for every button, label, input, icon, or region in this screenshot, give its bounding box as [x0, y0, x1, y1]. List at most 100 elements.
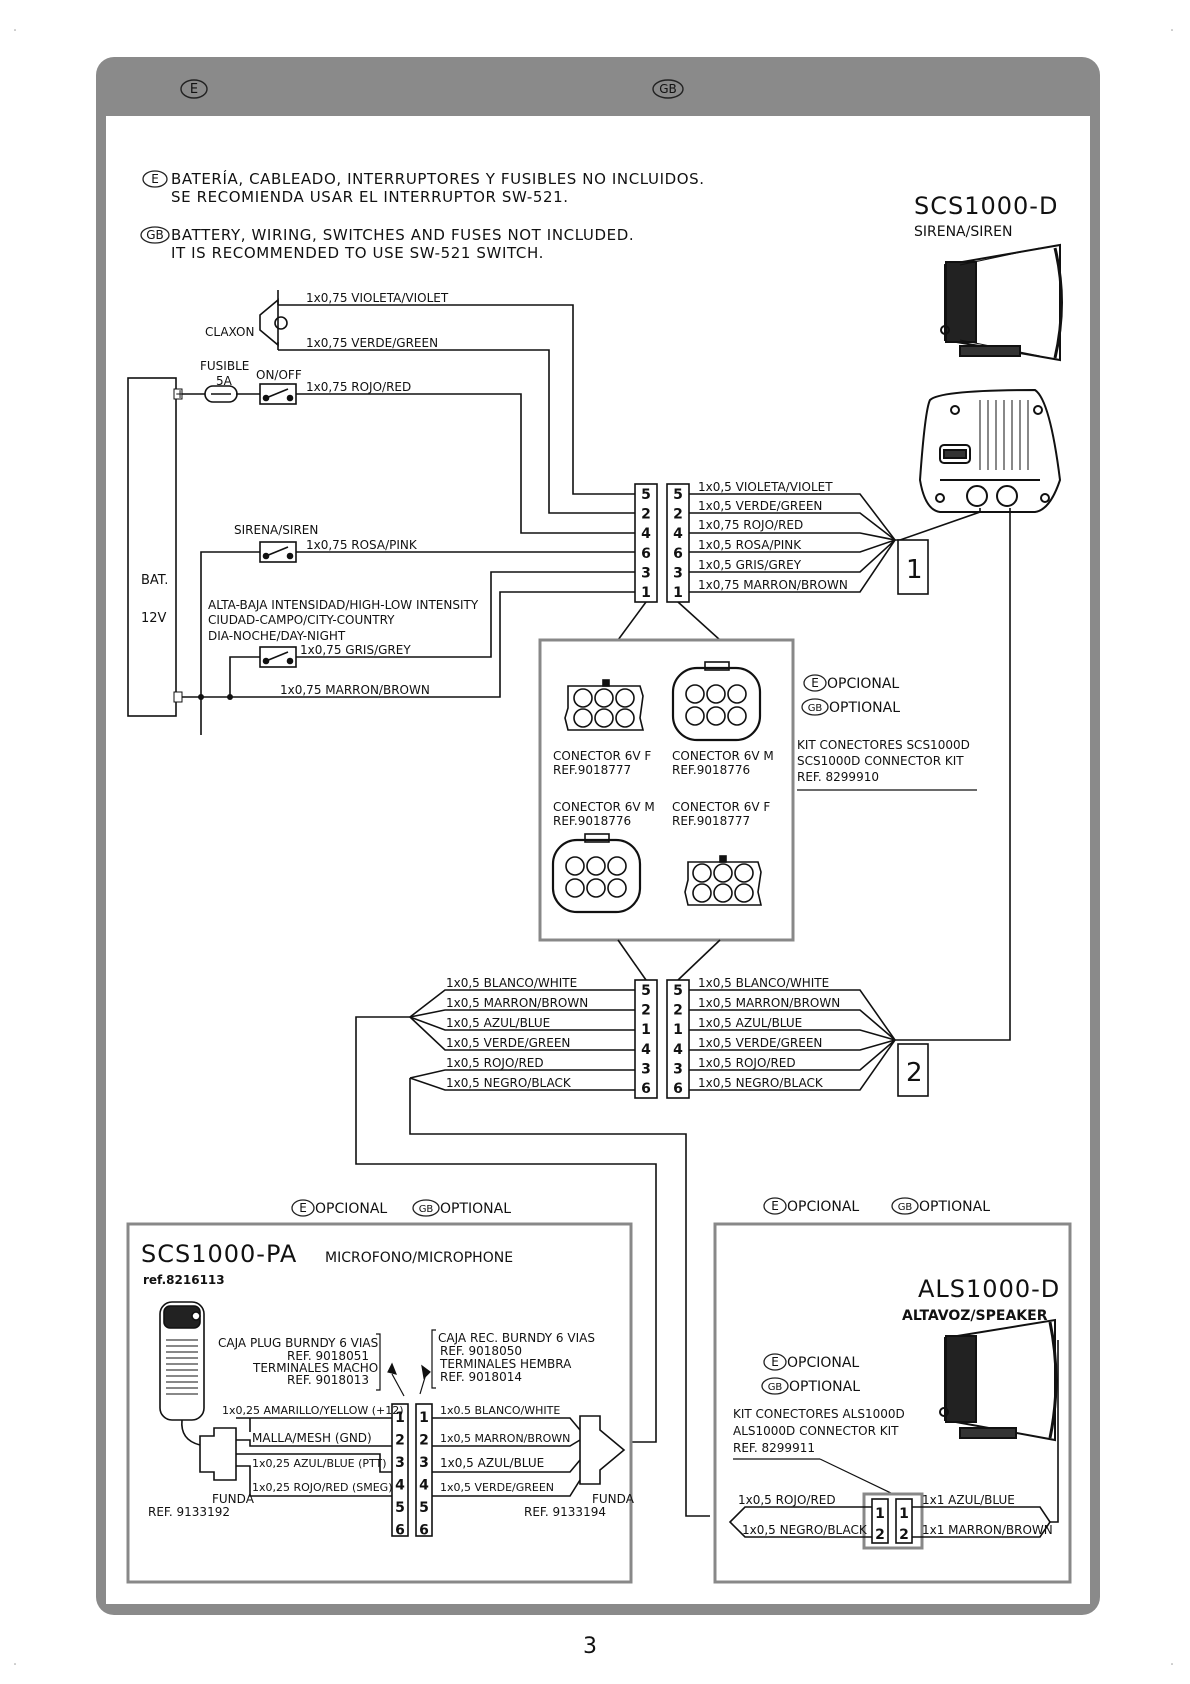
svg-text:1x0,5 ROSA/PINK: 1x0,5 ROSA/PINK — [698, 538, 802, 552]
left-wire-labels: 1x0,75 VIOLETA/VIOLET 1x0,75 VERDE/GREEN… — [280, 291, 449, 697]
siren-switch-icon — [259, 541, 297, 563]
connector-1-pin-right-2: 2 — [673, 507, 683, 523]
svg-text:CAJA REC. BURNDY 6 VIAS: CAJA REC. BURNDY 6 VIAS — [438, 1331, 595, 1345]
svg-text:1x0,75 ROJO/RED: 1x0,75 ROJO/RED — [698, 518, 803, 532]
svg-text:SCS1000D CONNECTOR KIT: SCS1000D CONNECTOR KIT — [797, 754, 964, 768]
siren-model: SCS1000-D — [914, 192, 1058, 220]
claxon-label: CLAXON — [205, 325, 254, 339]
svg-text:E: E — [151, 172, 159, 186]
connector-1-pin-left-4: 4 — [641, 526, 651, 542]
svg-text:REF. 9018014: REF. 9018014 — [440, 1370, 522, 1384]
svg-text:GB: GB — [659, 82, 677, 96]
connector-1-wire-labels: 1x0,5 VIOLETA/VIOLET 1x0,5 VERDE/GREEN 1… — [698, 480, 848, 592]
speaker-pin-left-1: 1 — [875, 1506, 885, 1522]
svg-text:1x0,5 MARRON/BROWN: 1x0,5 MARRON/BROWN — [446, 996, 588, 1010]
svg-text:1x0,5 BLANCO/WHITE: 1x0,5 BLANCO/WHITE — [446, 976, 577, 990]
junction-dots — [198, 694, 233, 700]
svg-text:1x0,5 AZUL/BLUE: 1x0,5 AZUL/BLUE — [446, 1016, 550, 1030]
onoff-label: ON/OFF — [256, 368, 302, 382]
svg-text:OPTIONAL: OPTIONAL — [789, 1379, 860, 1395]
svg-text:1x0,25 AMARILLO/YELLOW (+12): 1x0,25 AMARILLO/YELLOW (+12) — [222, 1404, 404, 1417]
svg-text:OPTIONAL: OPTIONAL — [919, 1199, 990, 1215]
svg-text:1x0,5 AZUL/BLUE: 1x0,5 AZUL/BLUE — [698, 1016, 802, 1030]
svg-text:1x0,5 GRIS/GREY: 1x0,5 GRIS/GREY — [698, 558, 802, 572]
svg-text:OPCIONAL: OPCIONAL — [787, 1199, 859, 1215]
svg-text:1x0,75 MARRON/BROWN: 1x0,75 MARRON/BROWN — [698, 578, 848, 592]
svg-text:E: E — [771, 1199, 779, 1213]
svg-text:REF.9018777: REF.9018777 — [672, 814, 750, 828]
svg-text:1x1 MARRON/BROWN: 1x1 MARRON/BROWN — [922, 1523, 1053, 1537]
mic-pin-left-2: 2 — [395, 1433, 405, 1449]
svg-text:REF. 9133192: REF. 9133192 — [148, 1505, 230, 1519]
mic-pin-left-3: 3 — [395, 1455, 405, 1471]
optional-kit-box: CONECTOR 6V F REF.9018777 CONECTOR 6V M … — [538, 638, 795, 942]
connector-2-pin-left-1: 1 — [641, 1022, 651, 1038]
note-gb-line1: BATTERY, WIRING, SWITCHES AND FUSES NOT … — [171, 226, 634, 244]
connector-2-pin-right-4: 4 — [673, 1042, 683, 1058]
connector-2-pin-right-3: 3 — [673, 1061, 683, 1077]
svg-text:REF. 9018013: REF. 9018013 — [287, 1373, 369, 1387]
svg-text:REF. 9018050: REF. 9018050 — [440, 1344, 522, 1358]
svg-text:1x0,5 MARRON/BROWN: 1x0,5 MARRON/BROWN — [698, 996, 840, 1010]
svg-text:MICROFONO/MICROPHONE: MICROFONO/MICROPHONE — [325, 1250, 513, 1266]
mic-optional-label: E OPCIONAL GB OPTIONAL — [291, 1199, 511, 1217]
speaker-pin-left-2: 2 — [875, 1527, 885, 1543]
svg-text:TERMINALES HEMBRA: TERMINALES HEMBRA — [439, 1357, 572, 1371]
connector-2-pin-left-5: 5 — [641, 983, 651, 999]
svg-text:ref.8216113: ref.8216113 — [143, 1273, 225, 1287]
siren-rear-unit — [918, 388, 1062, 513]
note-e-line1: BATERÍA, CABLEADO, INTERRUPTORES Y FUSIB… — [171, 169, 705, 188]
mic-pin-right-3: 3 — [419, 1455, 429, 1471]
svg-text:12V: 12V — [141, 611, 167, 626]
header-badge-gb: GB — [652, 79, 684, 99]
connector-2-left-labels: 1x0,5 BLANCO/WHITE 1x0,5 MARRON/BROWN 1x… — [446, 976, 588, 1090]
connector-1-pin-right-5: 5 — [673, 487, 683, 503]
connector-2-pin-left-2: 2 — [641, 1003, 651, 1019]
connector-2-lines — [617, 939, 721, 981]
svg-text:+: + — [175, 387, 185, 401]
svg-text:REF. 9133194: REF. 9133194 — [524, 1505, 606, 1519]
svg-text:1x0,75 ROSA/PINK: 1x0,75 ROSA/PINK — [306, 538, 418, 552]
svg-text:1x0,75 VERDE/GREEN: 1x0,75 VERDE/GREEN — [306, 336, 438, 350]
svg-text:TERMINALES MACHO: TERMINALES MACHO — [252, 1361, 378, 1375]
svg-text:BAT.: BAT. — [141, 573, 168, 588]
svg-text:GB: GB — [898, 1202, 913, 1213]
svg-text:E: E — [190, 82, 198, 97]
svg-text:FUNDA: FUNDA — [212, 1492, 255, 1506]
crop-marks — [14, 29, 1173, 1665]
siren-horn-drawing — [940, 243, 1063, 362]
svg-text:OPCIONAL: OPCIONAL — [315, 1201, 387, 1217]
svg-text:1x0,75 ROJO/RED: 1x0,75 ROJO/RED — [306, 380, 411, 394]
svg-text:1x0,5 ROJO/RED: 1x0,5 ROJO/RED — [446, 1056, 544, 1070]
connector-2-pin-left-3: 3 — [641, 1061, 651, 1077]
speaker-pin-right-2: 2 — [899, 1527, 909, 1543]
svg-text:E: E — [299, 1201, 307, 1215]
svg-text:KIT CONECTORES ALS1000D: KIT CONECTORES ALS1000D — [733, 1407, 905, 1421]
connector-1-pin-left-6: 6 — [641, 546, 651, 562]
svg-text:E: E — [811, 676, 819, 690]
microphone-box: SCS1000-PA MICROFONO/MICROPHONE ref.8216… — [126, 1222, 635, 1584]
fuse-label: FUSIBLE — [200, 359, 249, 373]
claxon-icon — [259, 298, 288, 347]
siren-label: SIRENA/SIREN — [914, 224, 1012, 240]
svg-text:REF. 8299911: REF. 8299911 — [733, 1441, 815, 1455]
connector-1-pin-left-1: 1 — [641, 585, 651, 601]
svg-text:OPTIONAL: OPTIONAL — [440, 1201, 511, 1217]
svg-text:1x0,5 ROJO/RED: 1x0,5 ROJO/RED — [698, 1056, 796, 1070]
mic-pin-right-5: 5 — [419, 1500, 429, 1516]
connector-2-pin-right-5: 5 — [673, 983, 683, 999]
note-gb-line2: IT IS RECOMMENDED TO USE SW-521 SWITCH. — [171, 244, 544, 262]
svg-text:2: 2 — [906, 1058, 923, 1088]
svg-text:1: 1 — [906, 555, 923, 585]
svg-text:MALLA/MESH (GND): MALLA/MESH (GND) — [252, 1431, 372, 1445]
svg-text:SCS1000-PA: SCS1000-PA — [141, 1240, 297, 1268]
connector-2-right-labels: 1x0,5 BLANCO/WHITE 1x0,5 MARRON/BROWN 1x… — [698, 976, 840, 1090]
optional-kit-labels: E OPCIONAL GB OPTIONAL KIT CONECTORES SC… — [797, 674, 977, 791]
battery: BAT. 12V + — [127, 377, 185, 717]
fuse-rating: 5A — [216, 374, 233, 388]
speaker-box: ALS1000-D ALTAVOZ/SPEAKER E OPCIONAL GB … — [713, 1222, 1072, 1584]
speaker-pin-right-1: 1 — [899, 1506, 909, 1522]
